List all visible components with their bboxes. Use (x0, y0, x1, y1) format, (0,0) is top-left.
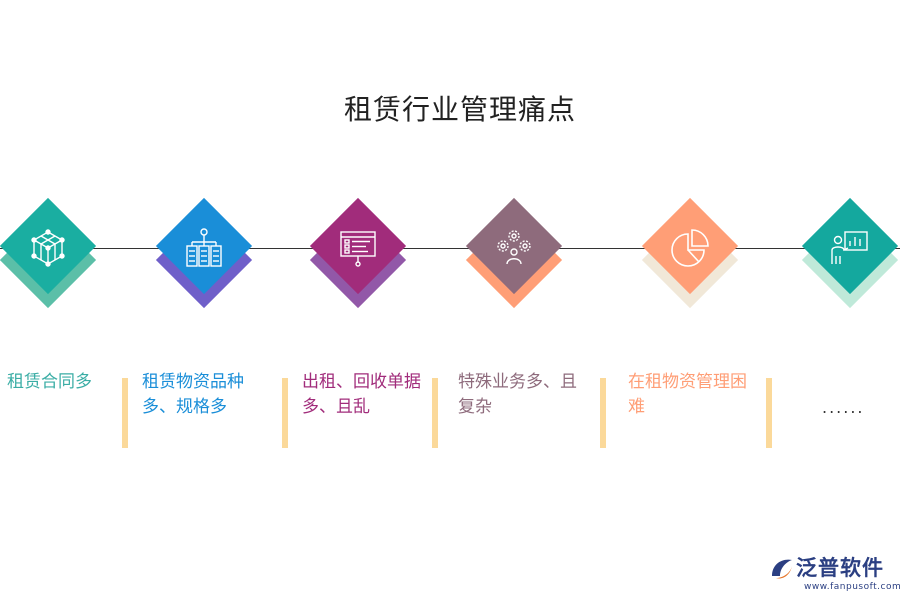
label-rental-management: 在租物资管理困难 (628, 372, 747, 417)
separator (766, 378, 772, 448)
presenter-chart-icon (831, 231, 868, 264)
label-documents: 出租、回收单据多、且乱 (302, 372, 421, 417)
logo-mark-icon (772, 559, 792, 579)
page-title: 租赁行业管理痛点 (343, 93, 576, 126)
brand-logo: 泛普软件 www.fanpusoft.com (768, 552, 900, 596)
separator (600, 378, 606, 448)
node-contracts (0, 197, 98, 312)
node-special-business (464, 197, 564, 312)
node-more (800, 197, 900, 312)
label-materials: 租赁物资品种多、规格多 (142, 372, 244, 417)
label-contracts: 租赁合同多 (7, 372, 92, 392)
node-documents (308, 197, 408, 312)
presentation-board-icon (340, 231, 376, 267)
gears-user-icon (497, 230, 531, 265)
node-materials (154, 197, 254, 312)
server-hierarchy-icon (186, 228, 222, 267)
cube-network-icon (31, 229, 65, 267)
separator (122, 378, 128, 448)
separator (432, 378, 438, 448)
node-rental-management (640, 197, 740, 312)
separator (282, 378, 288, 448)
label-special-business: 特殊业务多、且复杂 (458, 372, 577, 417)
logo-url-text: www.fanpusoft.com (804, 582, 900, 592)
logo-brand-text: 泛普软件 (796, 556, 884, 580)
timeline-line (0, 248, 900, 249)
pie-chart-icon (671, 229, 709, 267)
ellipsis: ...... (822, 398, 865, 417)
